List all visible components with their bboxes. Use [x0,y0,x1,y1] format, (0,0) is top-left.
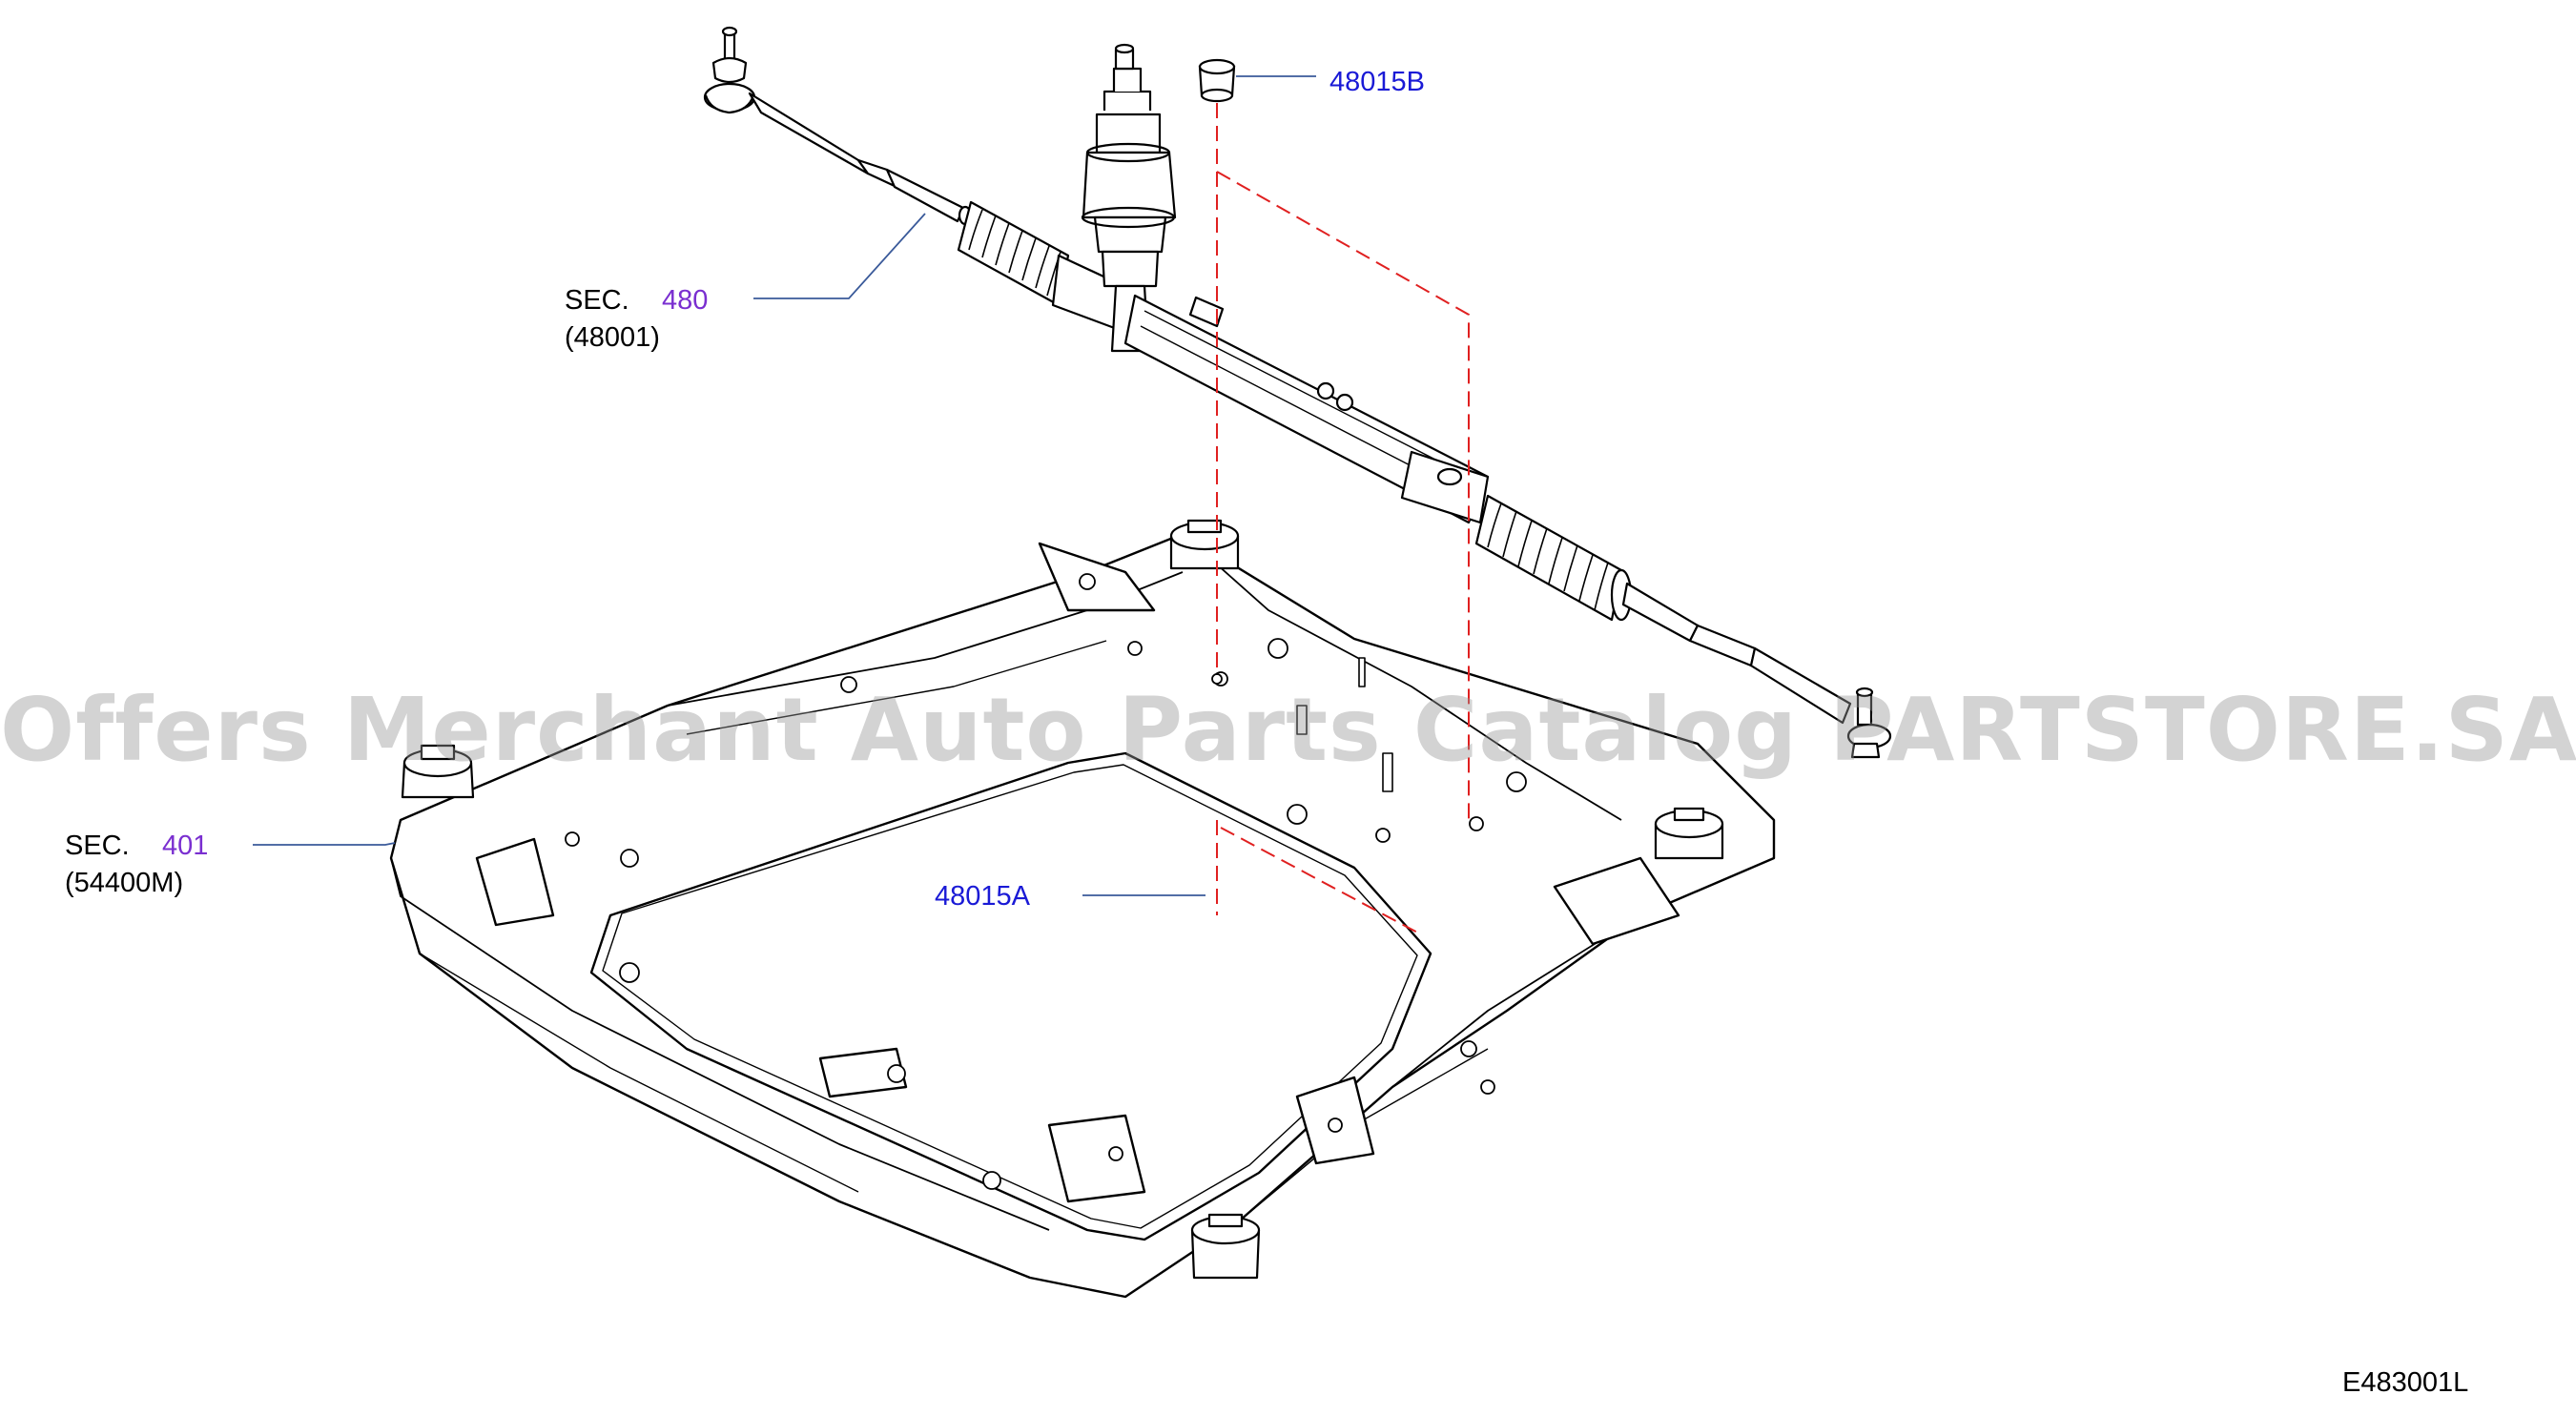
leader-sec-480 [753,213,926,299]
diagram-code: E483001L [2342,1367,2469,1398]
callout-48015b[interactable]: 48015B [1329,67,1425,97]
callout-sec-401[interactable]: 401 [162,831,209,861]
nut-48015b-part[interactable] [1198,58,1236,103]
callout-48015a[interactable]: 48015A [935,881,1030,912]
callout-sec-480-prefix: SEC. [565,285,629,316]
leader-lines [253,75,1316,896]
leader-sec-401 [253,842,396,846]
callout-sec-480[interactable]: 480 [662,285,709,316]
callout-sec-401-prefix: SEC. [65,831,130,861]
steering-gear-assembly[interactable] [703,26,1892,759]
assembly-dashed-lines [1216,103,1470,935]
callout-part-48001: (48001) [565,322,660,353]
crossmember-assembly[interactable] [389,519,1776,1299]
callout-part-54400m: (54400M) [65,868,184,898]
